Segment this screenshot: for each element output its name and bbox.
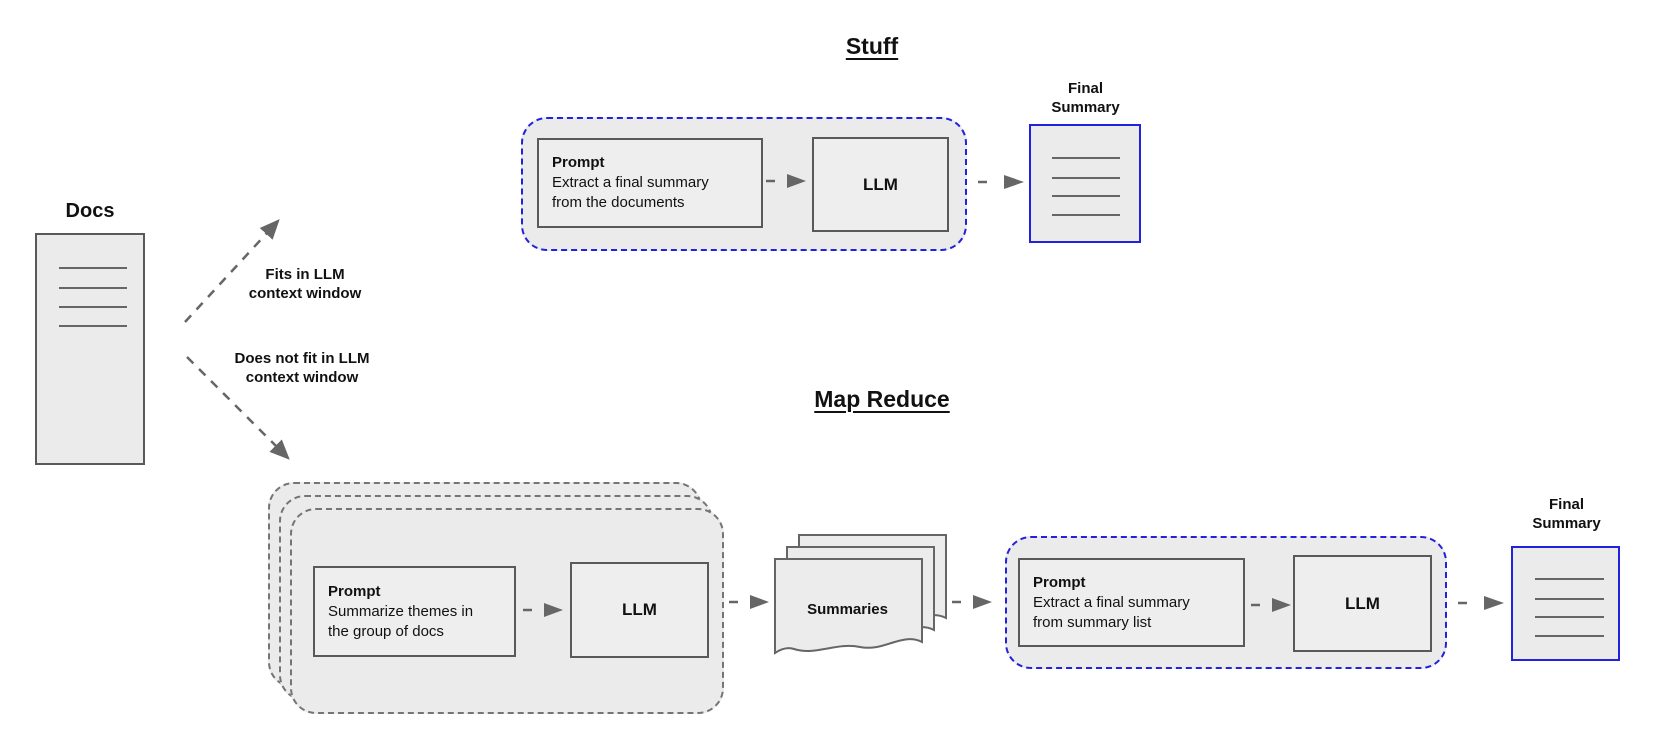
doc-text-line bbox=[1535, 616, 1604, 618]
doc-text-line bbox=[1535, 635, 1604, 637]
doc-text-line bbox=[59, 306, 127, 308]
summaries-doc-front bbox=[774, 558, 923, 655]
stuff-title: Stuff bbox=[845, 33, 899, 59]
stuff-prompt-box: Prompt Extract a final summary from the … bbox=[537, 138, 763, 228]
docs-box bbox=[35, 233, 145, 465]
map-prompt-box: Prompt Summarize themes in the group of … bbox=[313, 566, 516, 657]
prompt-body: Summarize themes in the group of docs bbox=[328, 602, 474, 640]
prompt-body: Extract a final summary from the documen… bbox=[552, 174, 709, 211]
summaries-to-reduce-arrow bbox=[952, 595, 992, 609]
summaries-doc-stack bbox=[774, 534, 947, 655]
doc-text-line bbox=[1535, 598, 1604, 600]
llm-to-final-arrow bbox=[978, 175, 1024, 189]
doc-text-line bbox=[59, 287, 127, 289]
fits-arrow bbox=[184, 219, 280, 323]
prompt-body: Extract a final summary from summary lis… bbox=[1033, 593, 1190, 631]
prompt-to-llm-arrow bbox=[766, 174, 806, 188]
doc-text-line bbox=[1052, 195, 1120, 197]
prompt-to-llm-arrow bbox=[1251, 598, 1291, 612]
map-reduce-title: Map Reduce bbox=[814, 386, 950, 412]
doc-text-line bbox=[59, 325, 127, 327]
llm-to-final-arrow bbox=[1458, 596, 1504, 610]
map-llm-box: LLM bbox=[570, 562, 709, 658]
doc-text-line bbox=[1052, 177, 1120, 179]
doc-text-line bbox=[1535, 578, 1604, 580]
fits-in-context-label: Fits in LLM context window bbox=[248, 266, 362, 302]
stuff-final-summary-doc bbox=[1029, 124, 1141, 243]
prompt-title: Prompt bbox=[1033, 573, 1086, 591]
reduce-final-summary-doc bbox=[1511, 546, 1620, 661]
reduce-prompt-box: Prompt Extract a final summary from summ… bbox=[1018, 558, 1245, 647]
doc-text-line bbox=[1052, 157, 1120, 159]
stuff-final-summary-label: Final Summary bbox=[1051, 80, 1120, 116]
llm-to-summaries-arrow bbox=[729, 595, 769, 609]
doc-text-line bbox=[59, 267, 127, 269]
doc-text-line bbox=[1052, 214, 1120, 216]
stuff-llm-box: LLM bbox=[812, 137, 949, 232]
does-not-fit-arrow bbox=[186, 356, 290, 460]
prompt-title: Prompt bbox=[328, 582, 381, 600]
reduce-llm-box: LLM bbox=[1293, 555, 1432, 652]
summaries-label: Summaries bbox=[807, 601, 888, 618]
branch-arrows bbox=[184, 219, 290, 460]
does-not-fit-label: Does not fit in LLM context window bbox=[234, 350, 370, 386]
docs-label: Docs bbox=[65, 200, 115, 222]
prompt-to-llm-arrow bbox=[523, 603, 563, 617]
prompt-title: Prompt bbox=[552, 154, 605, 171]
reduce-final-summary-label: Final Summary bbox=[1532, 496, 1601, 532]
